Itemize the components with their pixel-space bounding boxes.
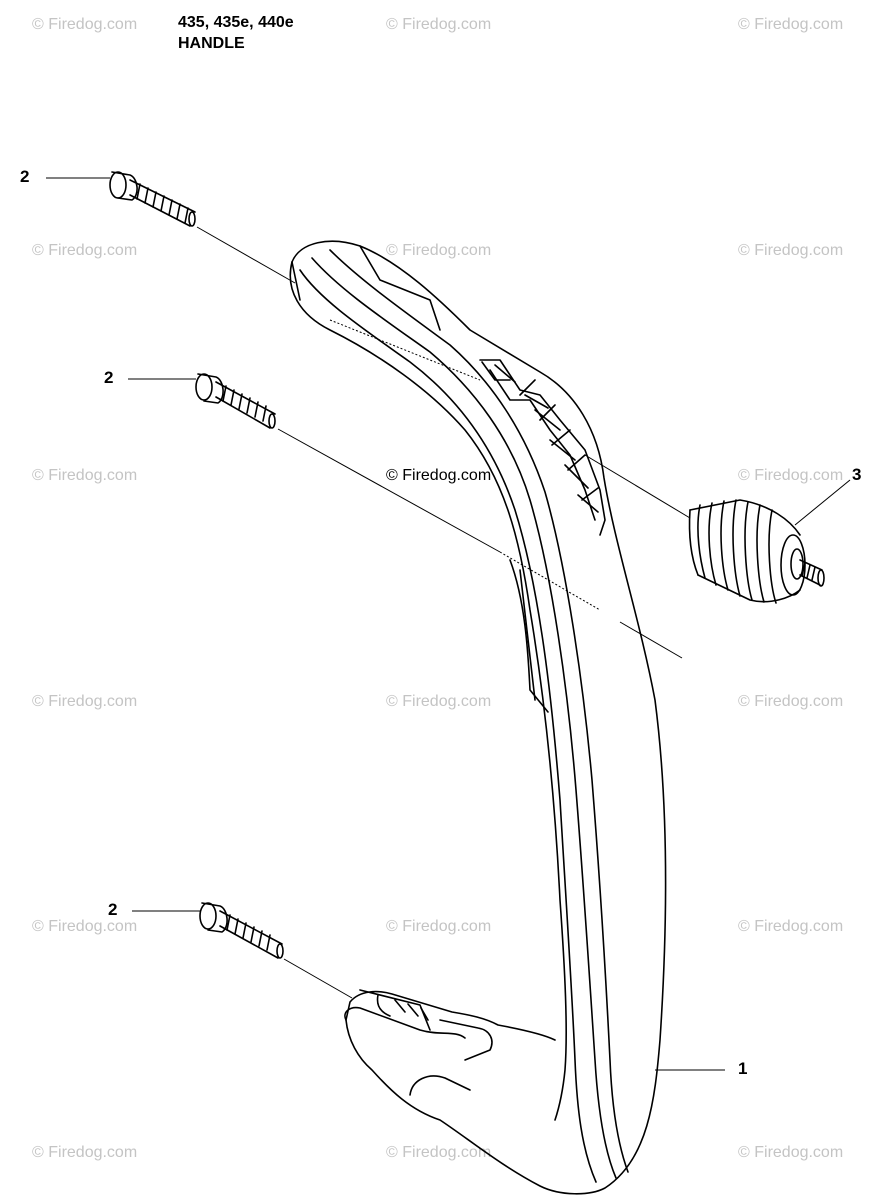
callout-number: 2: [20, 167, 30, 186]
callout-number: 1: [738, 1059, 748, 1078]
watermark: © Firedog.com: [32, 1144, 138, 1161]
watermark: © Firedog.com: [738, 467, 844, 484]
watermark: © Firedog.com: [738, 918, 844, 935]
callout-leader: [794, 479, 851, 526]
model-title: 435, 435e, 440e: [178, 14, 294, 31]
watermark: © Firedog.com: [386, 918, 492, 935]
watermark: © Firedog.com: [32, 16, 138, 33]
watermark: © Firedog.com: [386, 16, 492, 33]
assembly-line: [619, 621, 683, 659]
bolt-bottom: [199, 902, 284, 959]
spring-part: [688, 499, 825, 604]
assembly-line: [584, 454, 691, 519]
watermark: © Firedog.com: [738, 1144, 844, 1161]
bolt-top: [109, 171, 196, 227]
watermark: © Firedog.com: [32, 467, 138, 484]
callout-number: 2: [108, 900, 118, 919]
watermark: © Firedog.com: [738, 693, 844, 710]
watermark: © Firedog.com: [386, 693, 492, 710]
watermark: © Firedog.com: [386, 1144, 492, 1161]
bolt-middle: [195, 373, 276, 429]
watermark: © Firedog.com: [32, 242, 138, 259]
assembly-line: [196, 226, 296, 284]
leader-lines: [46, 177, 851, 1071]
watermark-center: © Firedog.com: [386, 467, 492, 484]
assembly-line: [283, 958, 353, 999]
callout-number: 2: [104, 368, 114, 387]
watermark: © Firedog.com: [32, 693, 138, 710]
assembly-line: [499, 551, 601, 611]
section-title: HANDLE: [178, 35, 245, 52]
watermark: © Firedog.com: [738, 16, 844, 33]
assembly-line: [277, 428, 501, 553]
assembly-line: [329, 319, 481, 381]
watermark: © Firedog.com: [738, 242, 844, 259]
watermark: © Firedog.com: [386, 242, 492, 259]
callout-number: 3: [852, 465, 862, 484]
watermark: © Firedog.com: [32, 918, 138, 935]
handle-part: [289, 240, 667, 1195]
